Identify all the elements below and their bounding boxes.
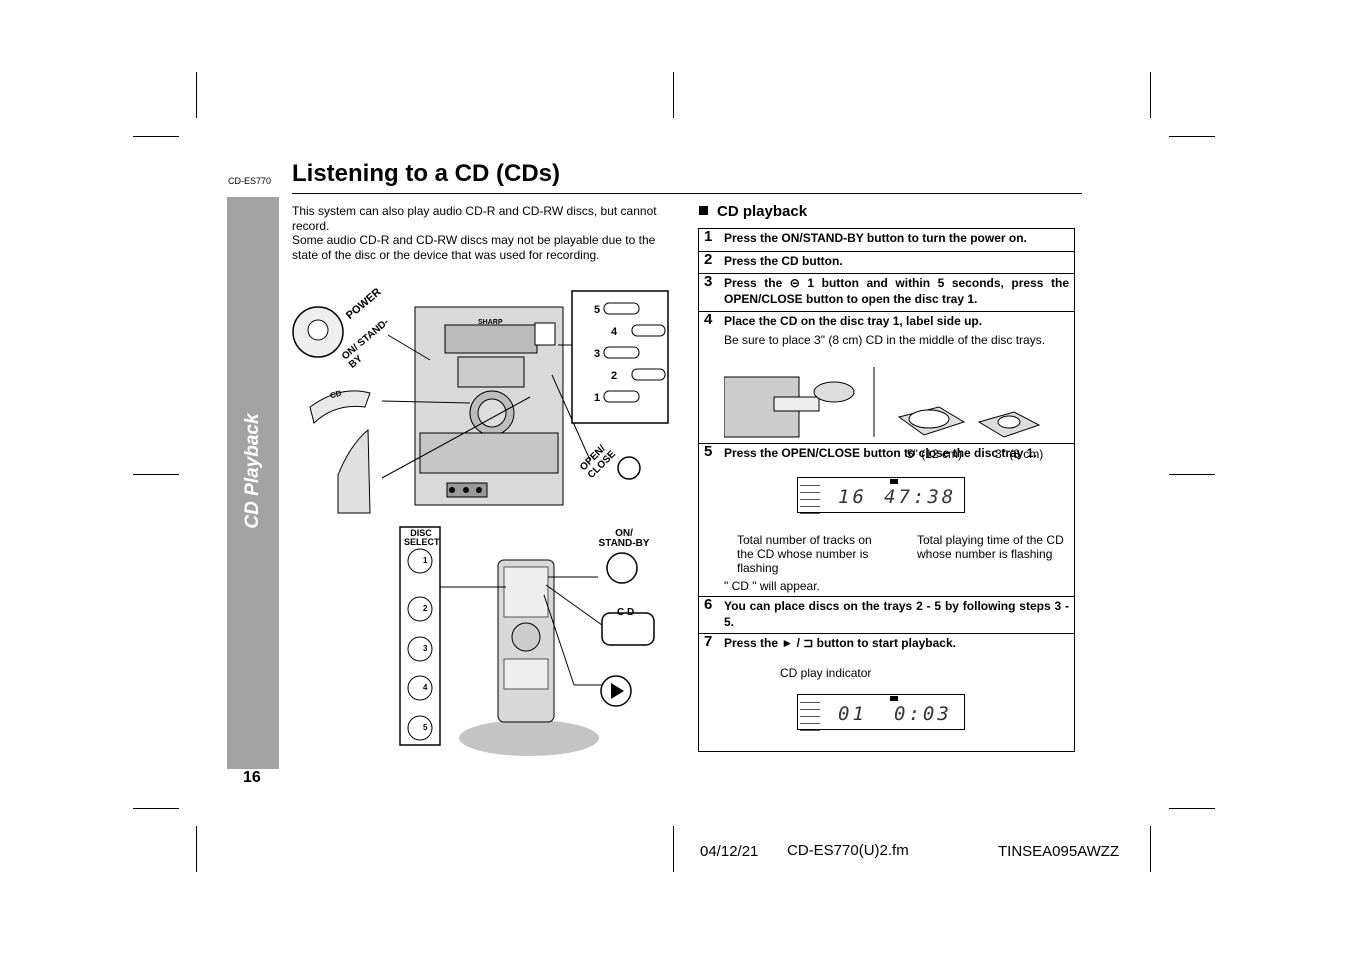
crop-mark [196, 826, 197, 872]
step-row: 4 Place the CD on the disc tray 1, label… [699, 311, 1074, 461]
disc-num-3: 3 [594, 348, 601, 360]
step-number: 2 [704, 251, 713, 268]
footer-code: TINSEA095AWZZ [998, 843, 1120, 860]
footer-file: CD-ES770(U)2.fm [787, 842, 909, 859]
cd-button-drawing [309, 390, 371, 424]
page-number: 16 [243, 769, 261, 786]
lcd-display-play: 01 0:03 [797, 694, 965, 732]
step-row: 7 Press the ► / ⊐ button to start playba… [699, 633, 1074, 752]
step-number: 1 [704, 228, 713, 245]
crop-mark [133, 136, 179, 137]
remote-disc-5: 5 [423, 723, 428, 732]
step-row: 1 Press the ON/STAND-BY button to turn t… [699, 228, 1074, 252]
page-title: Listening to a CD (CDs) [292, 160, 560, 187]
caption-time: Total playing time of the CD whose numbe… [917, 533, 1064, 561]
crop-mark [1150, 826, 1151, 872]
step-number: 6 [704, 596, 713, 613]
remote-illustration [399, 526, 655, 756]
step-row: 2 Press the CD button. [699, 251, 1074, 274]
section-heading: CD playback [699, 203, 807, 220]
step-row: 6 You can place discs on the trays 2 - 5… [699, 596, 1074, 634]
step-number: 4 [704, 311, 713, 328]
intro-line-2: Some audio CD-R and CD-RW discs may not … [292, 233, 656, 262]
main-unit-illustration [292, 290, 669, 514]
cd-badge-icon [890, 696, 898, 701]
size-3-label: 3" (8 cm) [995, 447, 1044, 461]
remote-disc-1: 1 [423, 556, 428, 565]
disc-num-1: 1 [594, 392, 601, 404]
size-5-label: 5" (12 cm) [907, 447, 962, 461]
section-heading-text: CD playback [717, 203, 808, 220]
footer-date: 04/12/21 [700, 843, 759, 860]
step-number: 5 [704, 443, 713, 460]
caption-tracks: Total number of tracks on the CD whose n… [737, 533, 872, 575]
remote-cd-label: C D [617, 607, 635, 618]
step-text: Place the CD on the disc tray 1, label s… [724, 314, 983, 328]
lcd-time: 47:38 [884, 486, 957, 508]
crop-mark [133, 474, 179, 475]
model-tag: CD-ES770 [228, 176, 272, 186]
play-button-drawing [337, 428, 371, 514]
remote-disc-4: 4 [423, 683, 428, 692]
step-text: Press the ON/STAND-BY button to turn the… [724, 231, 1027, 245]
crop-mark [1169, 808, 1215, 809]
step-text: Press the ► / ⊐ button to start playback… [724, 636, 956, 650]
remote-cd-button [601, 612, 655, 646]
disc-indicators [800, 480, 820, 515]
disc-select-label: DISC SELECT [404, 528, 440, 547]
lcd-time: 0:03 [894, 703, 952, 725]
crop-mark [673, 72, 674, 118]
bullet-square-icon [699, 206, 708, 215]
step-number: 3 [704, 273, 713, 290]
lcd-track: 01 [838, 703, 867, 725]
remote-disc-3: 3 [423, 644, 428, 653]
crop-mark [1169, 474, 1215, 475]
brand-label: SHARP [478, 319, 503, 326]
remote-standby-label: ON/ STAND-BY [598, 528, 650, 549]
step-number: 7 [704, 633, 713, 650]
crop-mark [133, 808, 179, 809]
step-text: Press the CD button. [724, 254, 843, 268]
crop-mark [196, 72, 197, 118]
sidebar-label: CD Playback [242, 413, 263, 529]
sidebar-tab: CD Playback [227, 197, 279, 769]
step-text: Press the ⊝ 1 button and within 5 second… [724, 276, 1069, 306]
step-text: You can place discs on the trays 2 - 5 b… [724, 599, 1069, 629]
cd-badge-icon [890, 479, 898, 484]
step-row: 5 Press the OPEN/CLOSE button to close t… [699, 443, 1074, 597]
disc-indicators [800, 697, 820, 732]
intro-text: This system can also play audio CD-R and… [292, 204, 684, 262]
step-subtext: Be sure to place 3" (8 cm) CD in the mid… [724, 332, 1046, 347]
remote-disc-2: 2 [423, 604, 428, 613]
disc-tray-illustration [724, 367, 1041, 438]
crop-mark [1150, 72, 1151, 118]
title-rule [292, 193, 1082, 194]
step-row: 3 Press the ⊝ 1 button and within 5 seco… [699, 273, 1074, 312]
play-indicator-label: CD play indicator [780, 666, 872, 680]
disc-num-4: 4 [611, 326, 618, 338]
open-close-button-drawing [617, 456, 641, 480]
appear-note: " CD " will appear. [724, 579, 820, 593]
crop-mark [1169, 136, 1215, 137]
disc-num-5: 5 [594, 304, 601, 316]
lcd-tracks: 16 [838, 486, 867, 508]
crop-mark [673, 826, 674, 872]
lcd-display: 16 47:38 [797, 477, 965, 515]
disc-num-2: 2 [611, 370, 618, 382]
step-text: Press the OPEN/CLOSE button to close the… [724, 446, 1037, 460]
remote-standby-button [606, 552, 638, 584]
steps-table: 1 Press the ON/STAND-BY button to turn t… [698, 228, 1075, 752]
intro-line-1: This system can also play audio CD-R and… [292, 204, 657, 233]
